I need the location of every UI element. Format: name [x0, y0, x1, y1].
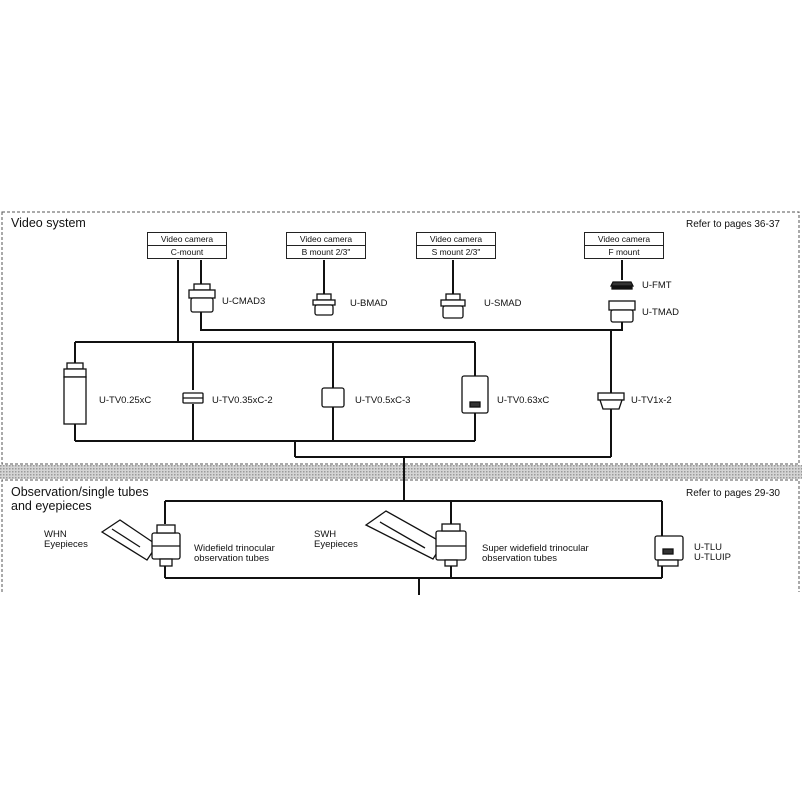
u-tluip-label: U-TLUIP — [694, 552, 731, 563]
connector-line — [200, 312, 623, 331]
camera-type-label: Video camera — [417, 233, 495, 246]
u-bmad-icon — [312, 293, 336, 316]
super-widefield-tube-label-line2: observation tubes — [482, 553, 557, 564]
mount-label-u-cmad3: U-CMAD3 — [222, 296, 266, 307]
camera-type-label: Video camera — [585, 233, 663, 246]
camera-box-c-mount: Video camera C-mount — [147, 232, 227, 259]
camera-mount-label: S mount 2/3" — [431, 247, 481, 257]
camera-box-s-mount: Video camera S mount 2/3" — [416, 232, 496, 259]
whn-eyepieces-label-line2: Eyepieces — [44, 539, 88, 550]
camera-mount-label: B mount 2/3" — [301, 247, 351, 257]
camera-type-label: Video camera — [148, 233, 226, 246]
adapter-label-u-tv0-63xc: U-TV0.63xC — [497, 395, 550, 406]
swh-eyepieces-label-line1: SWH — [314, 529, 337, 540]
observation-section-title-line1: Observation/single tubes — [11, 485, 149, 499]
mount-label-u-tmad: U-TMAD — [642, 307, 679, 318]
observation-section-title-line2: and eyepieces — [11, 499, 92, 513]
section-separator — [0, 465, 802, 479]
video-section-frame — [1, 211, 800, 465]
whn-eyepieces-label-line1: WHN — [44, 529, 67, 540]
observation-section-reference: Refer to pages 29-30 — [686, 488, 780, 499]
mount-label-u-fmt: U-FMT — [642, 280, 672, 291]
camera-box-b-mount: Video camera B mount 2/3" — [286, 232, 366, 259]
u-fmt-icon — [609, 281, 635, 290]
u-tv0-63xc-icon — [461, 375, 489, 414]
adapter-label-u-tv1x-2: U-TV1x-2 — [631, 395, 672, 406]
video-section-reference: Refer to pages 36-37 — [686, 219, 780, 230]
u-tv0-25xc-icon — [63, 362, 87, 425]
observation-section-frame — [1, 479, 800, 592]
widefield-trinocular-tube-icon — [100, 519, 181, 567]
u-tv0-35xc-2-icon — [182, 392, 204, 404]
u-smad-icon — [440, 293, 466, 319]
mount-label-u-bmad: U-BMAD — [350, 298, 388, 309]
adapter-label-u-tv0-25xc: U-TV0.25xC — [99, 395, 152, 406]
u-tv1x-2-icon — [597, 392, 625, 410]
widefield-tube-label-line1: Widefield trinocular — [194, 543, 275, 554]
super-widefield-trinocular-tube-icon — [364, 510, 467, 567]
adapter-label-u-tv0-35xc-2: U-TV0.35xC-2 — [212, 395, 273, 406]
super-widefield-tube-label-line1: Super widefield trinocular — [482, 543, 589, 554]
u-tmad-icon — [608, 300, 636, 323]
swh-eyepieces-label-line2: Eyepieces — [314, 539, 358, 550]
u-tlu-label: U-TLU — [694, 542, 722, 553]
camera-mount-label: C-mount — [170, 247, 204, 257]
mount-label-u-smad: U-SMAD — [484, 298, 522, 309]
video-section-title: Video system — [11, 216, 86, 230]
adapter-label-u-tv0-5xc-3: U-TV0.5xC-3 — [355, 395, 411, 406]
widefield-tube-label-line2: observation tubes — [194, 553, 269, 564]
camera-type-label: Video camera — [287, 233, 365, 246]
camera-mount-label: F mount — [608, 247, 640, 257]
u-tv0-5xc-3-icon — [321, 387, 345, 408]
u-tlu-icon — [654, 535, 684, 567]
camera-box-f-mount: Video camera F mount — [584, 232, 664, 259]
u-cmad3-icon — [188, 283, 216, 313]
